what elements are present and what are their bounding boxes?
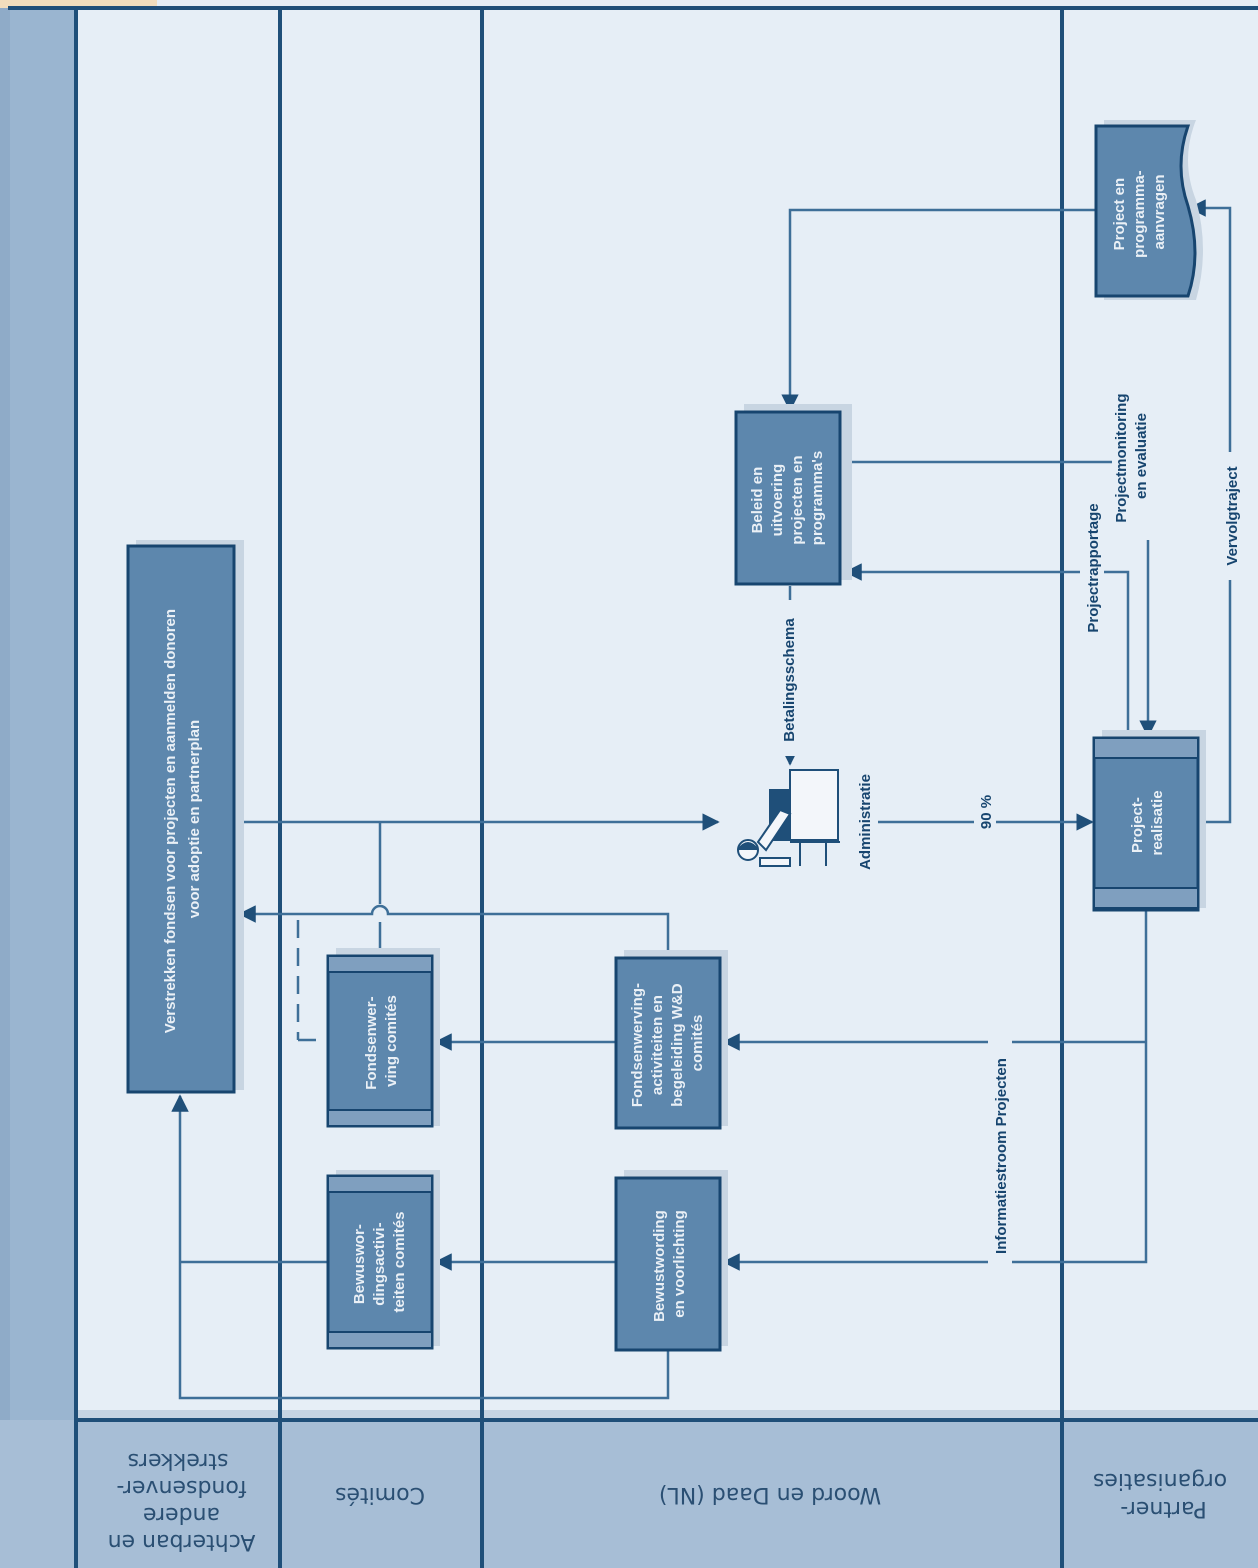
node-text-line: Fondsenwer- (363, 996, 380, 1089)
lane-header-comites: Comités (335, 1482, 425, 1507)
node-text-line: Project en (1111, 178, 1128, 251)
lane-label-line: Achterban en (108, 1529, 256, 1554)
lane-label: Comités (335, 1482, 425, 1507)
node-text-line: projecten en (789, 455, 806, 544)
node-text-line: aanvragen (1151, 174, 1168, 249)
connector-fondsenwerving-to-verstrekken (238, 904, 670, 958)
label-monitoring-line: en evaluatie (1133, 413, 1150, 499)
node-text-line: Bewuswor- (351, 1224, 368, 1304)
lane-header-partner: Partner- organisaties (1093, 1468, 1227, 1521)
label-informatiestroom: Informatiestroom Projecten (993, 1058, 1010, 1254)
lane-label-line: strekkers (128, 1448, 229, 1473)
lane-dividers (8, 6, 1258, 1568)
label-monitoring-line: Projectmonitoring (1113, 394, 1130, 523)
svg-text:Achterban en andere: Achterban en andere fondsenver- strekker… (101, 1448, 256, 1554)
node-text-line: programma- (1131, 170, 1148, 258)
desk-worker-icon (737, 769, 840, 867)
lane-label-line: Partner- (1120, 1496, 1207, 1521)
connector-aanvragen-to-beleid (781, 208, 1098, 412)
edge-labels: Betalingsschema 90 % Projectrapportage P… (776, 372, 1242, 1278)
lane-label: Woord en Daad (NL) (659, 1482, 881, 1507)
node-text-line: dingsactivi- (371, 1222, 388, 1305)
node-text-line: begeleiding W&D (669, 983, 686, 1107)
node-bewustwording-voorlichting: Bewustwording en voorlichting (614, 1170, 728, 1352)
svg-text:Verstrekken fondsen voor proje: Verstrekken fondsen voor projecten en aa… (162, 605, 203, 1033)
svg-text:Fondsenwerving- activite: Fondsenwerving- activiteiten en begeleid… (629, 979, 706, 1107)
node-text-line: teiten comités (391, 1212, 408, 1313)
node-bewustwording-comites: Bewuswor- dingsactivi- teiten comités (326, 1170, 440, 1350)
svg-text:Fondsenwer- ving comités: Fondsenwer- ving comités (363, 992, 400, 1090)
node-fondsenwerving-comites: Fondsenwer- ving comités (326, 948, 440, 1128)
label-projectrapportage: Projectrapportage (1085, 503, 1102, 632)
connector-dashed (296, 920, 326, 1042)
svg-text:Project en programma-: Project en programma- aanvragen (1111, 166, 1168, 258)
lane-header-woord-en-daad: Woord en Daad (NL) (659, 1482, 881, 1507)
node-text-line: Verstrekken fondsen voor projecten en aa… (162, 609, 179, 1033)
connector-informatiestroom (722, 910, 1148, 1271)
lane-label-line: organisaties (1093, 1468, 1227, 1493)
node-administratie: Administratie (737, 769, 874, 870)
node-text-line: Bewustwording (651, 1210, 668, 1322)
node-verstrekken: Verstrekken fondsen voor projecten en aa… (126, 540, 244, 1094)
label-vervolgtraject: Vervolgtraject (1224, 466, 1241, 565)
lane-label-line: fondsenver- (116, 1475, 246, 1500)
node-beleid: Beleid en uitvoering projecten en progra… (734, 404, 852, 586)
top-left-tab (0, 0, 157, 8)
connector-projectrapportage (844, 563, 1130, 738)
node-text-line: Beleid en (749, 467, 766, 534)
node-aanvragen: Project en programma- aanvragen (1094, 120, 1203, 300)
node-fondsenwerving-activiteiten: Fondsenwerving- activiteiten en begeleid… (614, 950, 728, 1130)
node-text-line: comités (689, 1015, 706, 1072)
svg-text:Beleid en uitvoering: Beleid en uitvoering projecten en progra… (749, 451, 826, 545)
node-text-line: Fondsenwerving- (629, 983, 646, 1107)
node-text-line: voor adoptie en partnerplan (186, 720, 203, 918)
lane-header-achterban: Achterban en andere fondsenver- strekker… (101, 1448, 256, 1554)
svg-text:Partner- organisaties: Partner- organisaties (1093, 1468, 1227, 1521)
lane-header-band (0, 1420, 1258, 1568)
node-text-line: ving comités (383, 995, 400, 1087)
svg-text:Bewuswor- dingsactivi-: Bewuswor- dingsactivi- teiten comités (351, 1212, 408, 1313)
lane-label-line: andere (143, 1502, 220, 1527)
node-text-line: uitvoering (769, 464, 786, 537)
node-text-line: en voorlichting (671, 1210, 688, 1318)
svg-text:Bewustwording en voorlic: Bewustwording en voorlichting (651, 1206, 688, 1322)
node-realisatie: Project- realisatie (1092, 730, 1206, 912)
node-text-line: Project- (1129, 797, 1146, 853)
svg-text:Project- realisatie: Project- realisatie (1129, 790, 1166, 855)
label-betalingsschema: Betalingsschema (781, 618, 798, 742)
node-text-line: realisatie (1149, 790, 1166, 855)
administratie-label: Administratie (857, 774, 874, 870)
node-text-line: programma's (809, 451, 826, 545)
label-percentage: 90 % (978, 795, 995, 829)
node-text-line: activiteiten en (649, 995, 666, 1095)
connector-loop-to-verstrekken (171, 1094, 670, 1400)
svg-text:Projectmonitoring en eva: Projectmonitoring en evaluatie (1113, 389, 1150, 522)
